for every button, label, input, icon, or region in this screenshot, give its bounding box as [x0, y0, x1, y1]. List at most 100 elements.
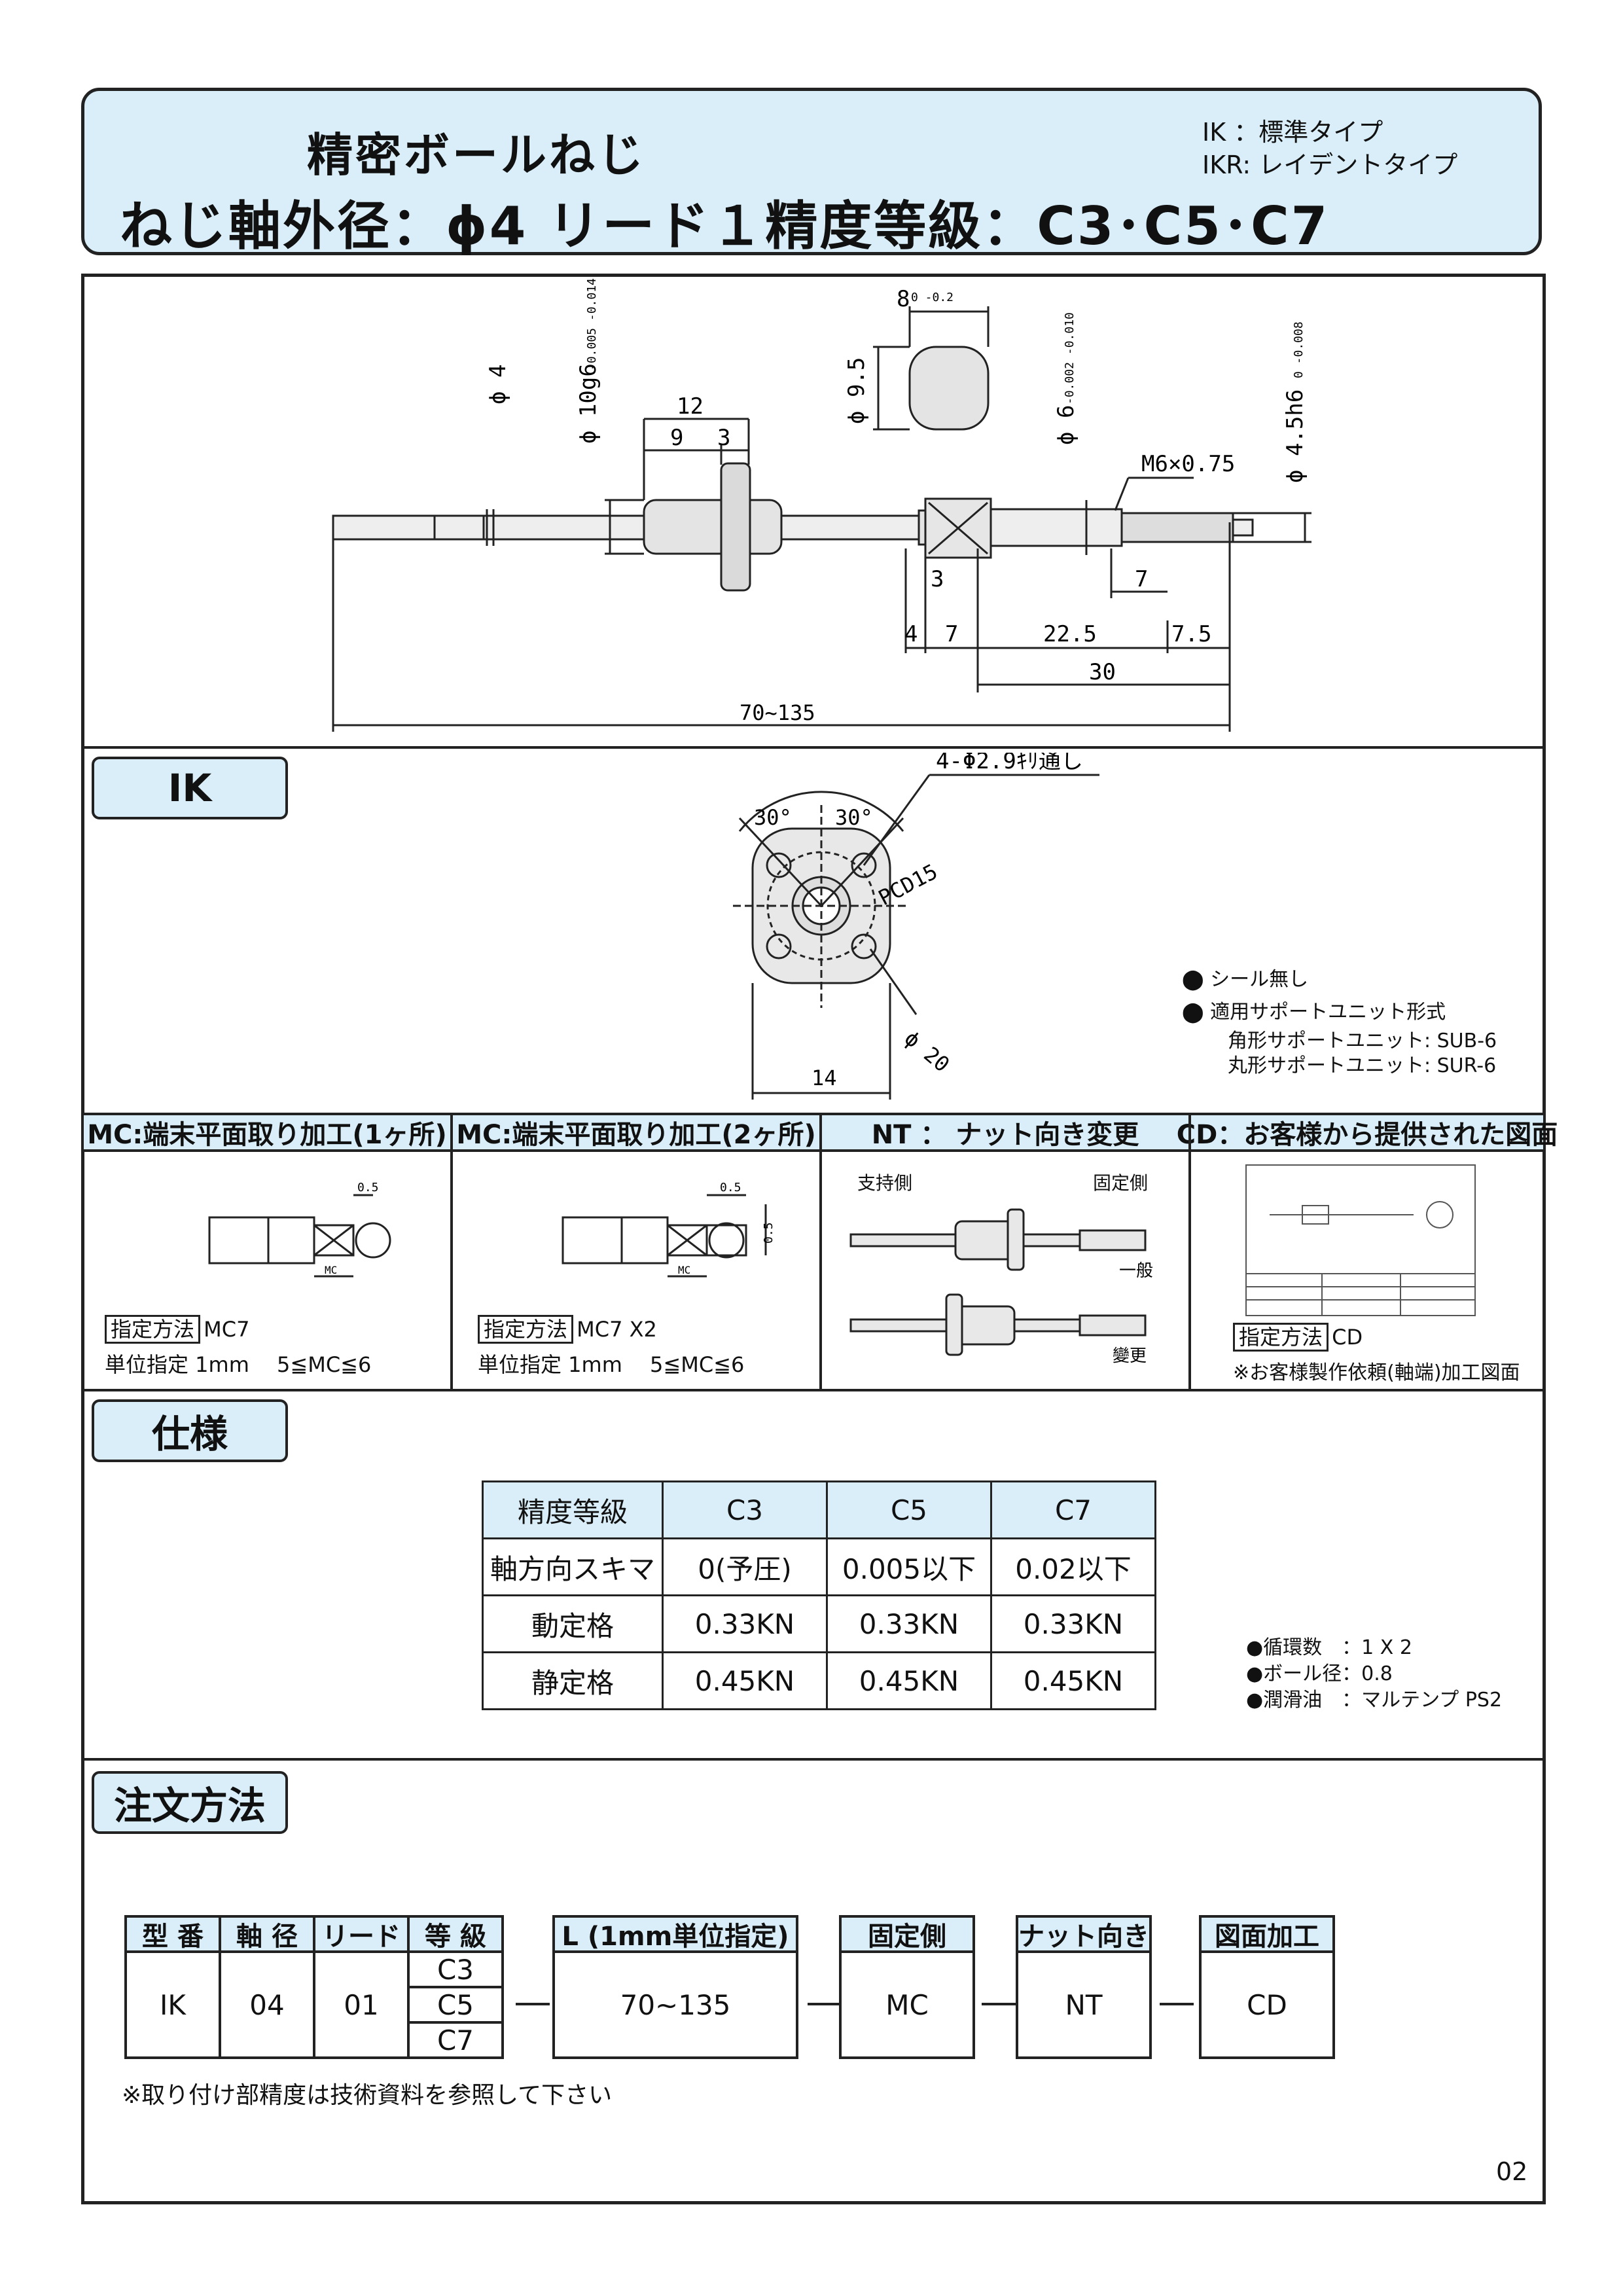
- table-cell: 0.33KN: [990, 1594, 1156, 1653]
- page-subtitle: ねじ軸外径：ϕ4 リード１精度等級：C3･C5･C7: [120, 196, 1330, 257]
- divider-options: [81, 1389, 1546, 1391]
- opt-mc2-head: MC:端末平面取り加工(2ヶ所): [453, 1115, 819, 1150]
- dim-w4: 4: [904, 621, 918, 647]
- order-fixed: MC: [839, 1950, 975, 2059]
- type-ik: IK ：標準タイプ: [1202, 118, 1383, 147]
- nt-left: 支持側: [857, 1172, 913, 1194]
- order-length: 70~135: [552, 1950, 798, 2059]
- dim-d4-5: ϕ 4.5h6: [1282, 389, 1308, 483]
- table-cell: 動定格: [482, 1594, 664, 1653]
- spec-bullet-ball: ●ボール径：0.8: [1246, 1662, 1393, 1685]
- type-ikr: IKR: レイデントタイプ: [1202, 151, 1458, 179]
- order-nut: NT: [1016, 1950, 1152, 2059]
- order-head-fixed: 固定側: [839, 1915, 975, 1953]
- mc1-code: MC7: [204, 1317, 250, 1342]
- ik-angle2: 30°: [835, 805, 873, 830]
- dim-wlen: 70~135: [740, 700, 815, 725]
- spec-table: 精度等級 C3 C5 C7 軸方向スキマ 0(予圧) 0.005以下 0.02以…: [482, 1480, 1156, 1710]
- ik-note-support: ⬤ 適用サポートユニット形式: [1182, 1001, 1446, 1024]
- table-cell: 0.33KN: [662, 1594, 828, 1653]
- opt-divider-1: [450, 1113, 453, 1389]
- mc1-spec: 指定方法 MC7 単位指定 1mm 5≦MC≦6: [105, 1313, 371, 1378]
- ik-holes: 4-Φ2.9ｷﾘ通し: [936, 753, 1083, 774]
- divider-drawing: [81, 746, 1546, 749]
- spec-head-c5: C5: [826, 1480, 992, 1539]
- order-drawing: CD: [1199, 1950, 1335, 2059]
- ik-phi20: ϕ 20: [900, 1026, 954, 1077]
- order-grade-c5: C5: [407, 1986, 504, 2024]
- table-cell: 0.33KN: [826, 1594, 992, 1653]
- table-cell: 0.45KN: [662, 1651, 828, 1710]
- order-head-length: L (1mm単位指定): [552, 1915, 798, 1953]
- order-dash-2: [808, 2003, 842, 2005]
- dim-d6-tol: -0.002 -0.010: [1063, 312, 1077, 404]
- table-cell: 0.45KN: [826, 1651, 992, 1710]
- dim-d9-5: ϕ 9.5: [844, 357, 870, 424]
- mc2-spec: 指定方法 MC7 X2 単位指定 1mm 5≦MC≦6: [478, 1313, 744, 1378]
- spec-row-clearance: 軸方向スキマ 0(予圧) 0.005以下 0.02以下: [482, 1537, 1156, 1596]
- order-head-nut: ナット向き: [1016, 1915, 1152, 1953]
- dim-w22-5: 22.5: [1043, 621, 1097, 647]
- spec-row-dynamic: 動定格 0.33KN 0.33KN 0.33KN: [482, 1594, 1156, 1653]
- order-dash-1: [516, 2003, 550, 2005]
- table-cell: 0.005以下: [826, 1537, 992, 1596]
- mc1-tag: 指定方法: [105, 1315, 201, 1344]
- mc2-d05b: 0.5: [762, 1222, 776, 1244]
- mc2-tag: 指定方法: [478, 1315, 574, 1344]
- dim-w8-tol: 0 -0.2: [911, 291, 954, 304]
- dim-d4-5-tol: 0 -0.008: [1292, 321, 1306, 378]
- table-cell: 0.45KN: [990, 1651, 1156, 1710]
- ik-w14: 14: [812, 1066, 837, 1090]
- divider-optheads: [81, 1149, 1546, 1152]
- mc1-mc: MC: [325, 1264, 337, 1276]
- dim-w7-5: 7.5: [1171, 621, 1211, 647]
- dim-w12: 12: [677, 393, 704, 420]
- cd-thumbnail: [1245, 1164, 1476, 1316]
- mc2-d05a: 0.5: [720, 1181, 741, 1194]
- opt-divider-2: [819, 1113, 822, 1389]
- order-model: IK: [124, 1950, 221, 2059]
- order-label: 注文方法: [92, 1771, 288, 1834]
- order-head-dia: 軸 径: [219, 1915, 315, 1953]
- ik-angle1: 30°: [754, 805, 792, 830]
- mc1-d05: 0.5: [357, 1181, 379, 1194]
- dim-m6: M6×0.75: [1141, 451, 1235, 477]
- mc2-note: 単位指定 1mm 5≦MC≦6: [478, 1352, 745, 1377]
- dim-d6: ϕ 6: [1053, 405, 1079, 445]
- ik-label: IK: [92, 757, 288, 819]
- opt-divider-3: [1188, 1113, 1191, 1389]
- dim-w8: 8: [897, 286, 910, 312]
- main-frame: [81, 274, 1546, 2204]
- spec-label: 仕様: [92, 1399, 288, 1462]
- nt-drawing: 一般 變更: [849, 1208, 1153, 1366]
- spec-head-c7: C7: [990, 1480, 1156, 1539]
- nt-right: 固定側: [1093, 1172, 1149, 1194]
- dim-w3b: 3: [931, 566, 944, 592]
- page-title: 精密ボールねじ: [307, 128, 646, 182]
- table-cell: 軸方向スキマ: [482, 1537, 664, 1596]
- order-dash-3: [982, 2003, 1016, 2005]
- order-head-model: 型 番: [124, 1915, 221, 1953]
- order-dash-4: [1160, 2003, 1194, 2005]
- spec-bullet-circuits: ●循環数 ：1 X 2: [1246, 1636, 1412, 1659]
- nut-flange-drawing: 4-Φ2.9ｷﾘ通し 30° 30° PCD15 ϕ 20 14: [733, 753, 1099, 1100]
- dim-w7a: 7: [1135, 566, 1148, 592]
- cd-code: CD: [1332, 1325, 1363, 1350]
- order-grade-c7: C7: [407, 2021, 504, 2059]
- order-dia: 04: [219, 1950, 315, 2059]
- dim-w30: 30: [1089, 659, 1116, 685]
- dim-d10-tol: -0.005 -0.014: [585, 278, 599, 370]
- spec-head-grade: 精度等級: [482, 1480, 664, 1539]
- ik-notes: ⬤ シール無し ⬤ 適用サポートユニット形式: [1182, 963, 1446, 1029]
- ik-note-seal: ⬤ シール無し: [1182, 968, 1309, 991]
- mc1-drawing: 0.5 MC: [208, 1181, 391, 1278]
- dim-w3a: 3: [717, 425, 730, 451]
- ik-support-list: 角形サポートユニット: SUB-6 丸形サポートユニット: SUR-6: [1228, 1029, 1497, 1079]
- opt-cd-head: CD：お客様から提供された図面: [1177, 1115, 1558, 1150]
- support-square: 角形サポートユニット: SUB-6: [1228, 1030, 1497, 1052]
- title-banner: 精密ボールねじ ねじ軸外径：ϕ4 リード１精度等級：C3･C5･C7 IK ：標…: [81, 88, 1542, 257]
- divider-spec: [81, 1758, 1546, 1761]
- dim-d10: ϕ 10g6: [575, 363, 601, 444]
- table-cell: 静定格: [482, 1651, 664, 1710]
- order-head-grade: 等 級: [407, 1915, 504, 1953]
